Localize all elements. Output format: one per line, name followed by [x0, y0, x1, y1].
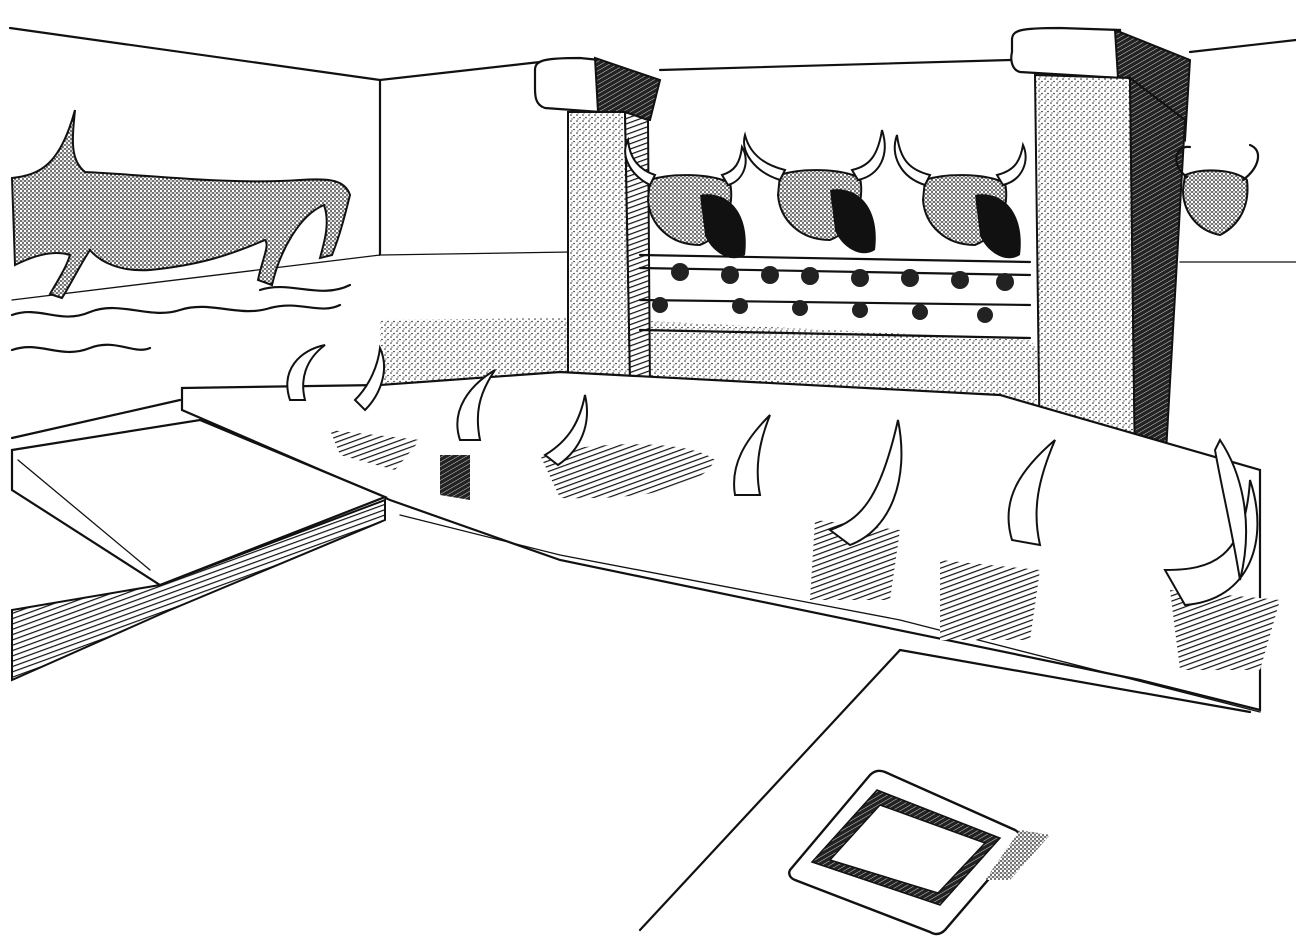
floor [10, 398, 1252, 932]
right-pillar [1010, 26, 1192, 472]
bull-mural-icon [10, 109, 352, 300]
left-wall [10, 78, 382, 353]
left-pillar [533, 56, 662, 392]
head-shelves [638, 253, 1032, 340]
floor-basin [788, 769, 1050, 936]
horn-icon [286, 344, 1259, 607]
bull-head-icon [624, 129, 1027, 259]
ram-head-icon [1175, 143, 1260, 237]
